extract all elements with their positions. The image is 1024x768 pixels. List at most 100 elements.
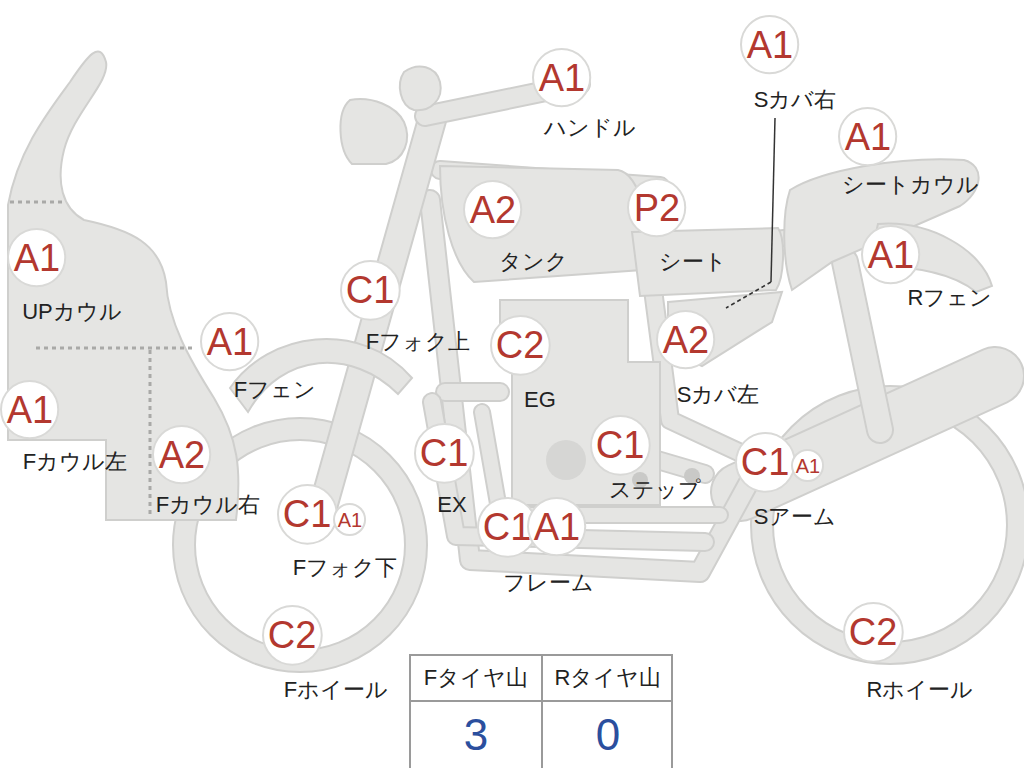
callout-number: A1 [845, 118, 891, 156]
circle-shape [844, 603, 903, 662]
division-line [36, 347, 192, 350]
circle-shape [591, 416, 650, 475]
circle-shape [464, 181, 521, 238]
callout-circle: C2 [843, 602, 904, 663]
callout-number: A2 [663, 321, 709, 359]
part-name: Rホイール [867, 678, 974, 702]
part-name: Fフォク上 [366, 330, 470, 354]
leader-line [726, 118, 775, 308]
callout-circle: A1 [791, 449, 824, 482]
callout-number: C2 [268, 616, 317, 654]
callout-circle: A2 [463, 180, 522, 239]
tank [440, 166, 646, 282]
callout-circle: A1 [861, 225, 920, 284]
callout-circle: A1 [7, 228, 66, 287]
callout-number: A1 [868, 236, 914, 274]
circle-shape [278, 485, 337, 544]
callout-circle: C2 [262, 605, 323, 666]
callout-number: C1 [420, 434, 469, 472]
callout-number: C1 [483, 508, 532, 546]
callout-circle: C1 [590, 415, 651, 476]
callout-number: C1 [596, 426, 645, 464]
part-name: EX [437, 493, 466, 517]
callout-number: A1 [747, 26, 793, 64]
callout-number: C1 [741, 443, 790, 481]
callout-number: A2 [470, 191, 516, 229]
tube-outline [445, 382, 500, 402]
part-name: EG [524, 388, 556, 412]
callout-number: A1 [338, 510, 362, 530]
callout-circle: A1 [0, 380, 59, 439]
callout-circle: C2 [490, 315, 551, 376]
circle-shape [533, 49, 590, 106]
part-name: Fホイール [284, 678, 388, 702]
circle-shape [334, 504, 365, 535]
division-line [149, 350, 152, 518]
part-name: Sカバ左 [677, 383, 760, 407]
part-name: ハンドル [544, 116, 636, 140]
callout-number: A1 [534, 508, 580, 546]
callout-circle: A1 [200, 312, 259, 371]
seat [632, 228, 783, 296]
tubes [318, 84, 995, 572]
fairing [8, 51, 238, 520]
callout-circle: A1 [838, 107, 897, 166]
circle-shape [657, 311, 714, 368]
circle-shape [839, 108, 896, 165]
callout-circle: C1 [277, 484, 338, 545]
callout-number: C2 [849, 613, 898, 651]
body-parts [8, 51, 992, 520]
callout-number: A2 [159, 436, 205, 474]
table-cell: 0 [596, 711, 620, 759]
table-rule [541, 655, 543, 768]
part-name: ステップ [609, 478, 701, 502]
circle-shape [263, 606, 322, 665]
callout-number: A1 [7, 391, 53, 429]
tube [318, 120, 432, 525]
mirror [400, 67, 441, 111]
tire-table [410, 655, 672, 768]
callout-circle: A1 [527, 497, 586, 556]
callout-circle: A1 [532, 48, 591, 107]
callout-number: C1 [283, 495, 332, 533]
callout-circle: A1 [333, 503, 366, 536]
part-name: Fフォク下 [293, 556, 397, 580]
part-name: Rフェン [908, 286, 993, 310]
circle-shape [862, 226, 919, 283]
circle-shape [341, 261, 400, 320]
part-name: Sカバ右 [754, 88, 837, 112]
leader-line [771, 118, 775, 282]
headlight [340, 99, 407, 164]
circle-shape [8, 229, 65, 286]
circle-shape [1, 381, 58, 438]
circle-shape [415, 424, 474, 483]
tube [445, 384, 500, 400]
leader-line [726, 282, 771, 308]
callout-number: A1 [796, 456, 820, 476]
part-name: Sアーム [754, 505, 837, 529]
table-cell: Fタイヤ山 [424, 666, 528, 690]
part-name: Fカウル左 [23, 450, 127, 474]
circle-shape [491, 316, 550, 375]
callout-number: C2 [496, 326, 545, 364]
circle-shape [628, 179, 685, 236]
callout-circle: P2 [627, 178, 686, 237]
circle-shape [201, 313, 258, 370]
circle-shape [741, 16, 798, 73]
circle-shape [153, 426, 210, 483]
callout-number: A1 [14, 239, 60, 277]
callout-number: A1 [539, 59, 585, 97]
part-name: シート [659, 250, 727, 274]
engine-cover [546, 440, 586, 480]
circle-shape [736, 433, 795, 492]
part-name: Fカウル右 [156, 493, 260, 517]
callout-number: C1 [346, 271, 395, 309]
table-cell: Rタイヤ山 [555, 666, 662, 690]
callout-circle: C1 [340, 260, 401, 321]
callout-circle: C1 [735, 432, 796, 493]
circle-shape [528, 498, 585, 555]
part-name: UPカウル [22, 300, 122, 324]
table-cell: 3 [464, 711, 488, 759]
table-frame [410, 655, 672, 768]
